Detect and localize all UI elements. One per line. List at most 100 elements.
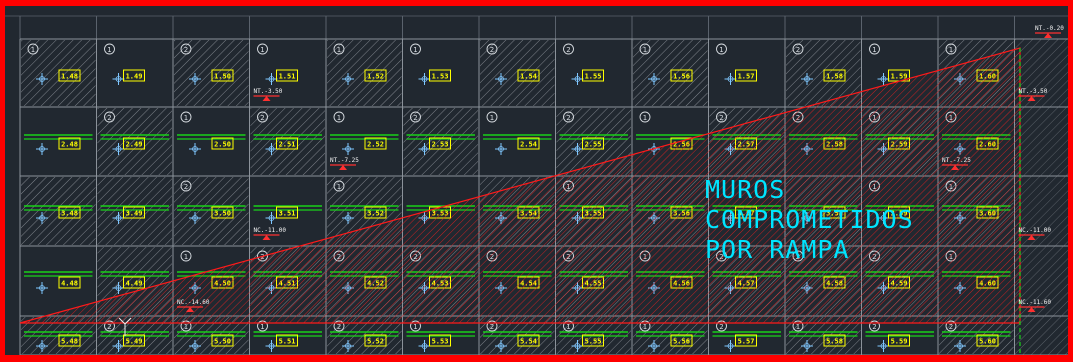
svg-text:1: 1 xyxy=(107,46,111,54)
column-tag[interactable]: 4.49 xyxy=(123,276,145,289)
svg-text:2: 2 xyxy=(490,46,494,54)
column-tag[interactable]: 1.58 xyxy=(823,69,846,82)
column-tag[interactable]: 3.49 xyxy=(123,206,145,219)
level-label: NT.-3.50 xyxy=(253,88,283,101)
crosshair-icon xyxy=(112,212,125,224)
column-tag[interactable]: 2.50 xyxy=(211,137,234,150)
svg-text:1: 1 xyxy=(643,46,647,54)
column-tag[interactable]: 2.52 xyxy=(364,137,387,150)
column-tag[interactable]: 1.55 xyxy=(582,69,604,82)
column-tag[interactable]: 5.60 xyxy=(976,334,999,347)
grid-marker: 1 xyxy=(639,111,651,123)
svg-text:5.48: 5.48 xyxy=(61,338,78,346)
column-tag[interactable]: 5.56 xyxy=(670,334,693,347)
svg-text:2: 2 xyxy=(260,114,264,122)
svg-text:2: 2 xyxy=(337,323,341,331)
svg-text:1.58: 1.58 xyxy=(826,73,843,81)
column-tag[interactable]: 5.55 xyxy=(582,334,604,347)
svg-text:1: 1 xyxy=(413,46,417,54)
level-label: NC.-11.00 xyxy=(1018,227,1052,240)
column-tag[interactable]: 2.53 xyxy=(429,137,451,150)
svg-text:NC.-11.00: NC.-11.00 xyxy=(254,227,287,234)
svg-text:1: 1 xyxy=(490,114,494,122)
column-tag[interactable]: 3.48 xyxy=(58,206,81,219)
grid-marker: 2 xyxy=(104,111,115,123)
svg-text:4.49: 4.49 xyxy=(126,280,143,288)
column-tag[interactable]: 5.58 xyxy=(823,334,846,347)
crosshair-icon xyxy=(571,73,584,85)
column-tag[interactable]: 2.48 xyxy=(58,137,81,150)
column-tag[interactable]: 1.54 xyxy=(517,69,540,82)
crosshair-icon xyxy=(571,143,584,155)
column-tag[interactable]: 5.48 xyxy=(58,334,81,347)
grid-marker: 1 xyxy=(333,180,345,192)
grid-marker: 1 xyxy=(27,43,39,55)
edge-strip xyxy=(1014,39,1068,355)
crosshair-icon xyxy=(265,143,278,155)
svg-text:2: 2 xyxy=(107,114,111,122)
column-tag[interactable]: 1.49 xyxy=(123,69,145,82)
ramp-outline xyxy=(19,47,1021,324)
column-tag[interactable]: 1.50 xyxy=(211,69,234,82)
crosshair-icon xyxy=(877,73,890,85)
column-tag[interactable]: 5.49 xyxy=(123,334,145,347)
column-tag[interactable]: 3.52 xyxy=(364,206,387,219)
svg-text:1: 1 xyxy=(719,46,723,54)
svg-text:2.52: 2.52 xyxy=(367,141,384,149)
column-tag[interactable]: 2.55 xyxy=(582,137,604,150)
crosshair-icon xyxy=(418,143,431,155)
grid-marker: 1 xyxy=(257,43,268,55)
column-tag[interactable]: 5.50 xyxy=(211,334,234,347)
column-tag[interactable]: 4.48 xyxy=(58,276,81,289)
grid-marker: 1 xyxy=(333,111,345,123)
svg-text:1: 1 xyxy=(643,323,647,331)
column-tag[interactable]: 1.48 xyxy=(58,69,81,82)
svg-text:2: 2 xyxy=(413,114,417,122)
grid-marker: 1 xyxy=(333,43,345,55)
svg-text:NC.-11.00: NC.-11.00 xyxy=(1019,227,1052,234)
hatched-wall-cell xyxy=(21,40,96,106)
grid-marker: 2 xyxy=(410,111,421,123)
column-tag[interactable]: 3.50 xyxy=(211,206,234,219)
svg-text:1.52: 1.52 xyxy=(367,73,384,81)
column-tag[interactable]: 5.52 xyxy=(364,334,387,347)
crosshair-icon xyxy=(112,340,125,352)
column-tag[interactable]: 5.51 xyxy=(276,334,298,347)
svg-text:1.56: 1.56 xyxy=(673,73,690,81)
crosshair-icon xyxy=(648,73,660,85)
column-tag[interactable]: 3.51 xyxy=(276,206,298,219)
crosshair-icon xyxy=(342,143,354,155)
column-tag[interactable]: 5.57 xyxy=(735,334,757,347)
svg-text:3.49: 3.49 xyxy=(126,210,143,218)
svg-text:5.58: 5.58 xyxy=(826,338,843,346)
column-tag[interactable]: 5.59 xyxy=(888,334,910,347)
column-tag[interactable]: 2.51 xyxy=(276,137,298,150)
svg-text:1.50: 1.50 xyxy=(214,73,231,81)
svg-text:1.54: 1.54 xyxy=(520,73,537,81)
column-tag[interactable]: 5.54 xyxy=(517,334,540,347)
crosshair-icon xyxy=(265,340,278,352)
svg-text:2: 2 xyxy=(566,46,570,54)
column-tag[interactable]: 1.57 xyxy=(735,69,757,82)
svg-text:5.56: 5.56 xyxy=(673,338,690,346)
level-label: NC.-11.60 xyxy=(1018,299,1051,312)
junction-icon xyxy=(118,317,132,336)
column-tag[interactable]: 2.49 xyxy=(123,137,145,150)
svg-text:5.59: 5.59 xyxy=(891,338,908,346)
column-tag[interactable]: 2.54 xyxy=(517,137,540,150)
hatched-wall-cell xyxy=(97,177,172,245)
column-tag[interactable]: 1.53 xyxy=(429,69,451,82)
column-tag[interactable]: 1.52 xyxy=(364,69,387,82)
svg-text:1: 1 xyxy=(413,323,417,331)
svg-text:2: 2 xyxy=(490,323,494,331)
column-tag[interactable]: 1.51 xyxy=(276,69,298,82)
svg-text:2: 2 xyxy=(184,46,188,54)
svg-text:5.57: 5.57 xyxy=(738,338,755,346)
column-tag[interactable]: 1.56 xyxy=(670,69,693,82)
floor-plan-drawing[interactable]: 1 1.48 1 1.49 2 1.50 1 1.51 1 1.52 1 1.53 2 1.54 2 1.55… xyxy=(5,6,1068,355)
column-tag[interactable]: 5.53 xyxy=(429,334,451,347)
svg-text:3.51: 3.51 xyxy=(279,210,296,218)
level-label: NT.-7.25 xyxy=(942,157,971,170)
hatched-wall-cell xyxy=(480,40,555,106)
